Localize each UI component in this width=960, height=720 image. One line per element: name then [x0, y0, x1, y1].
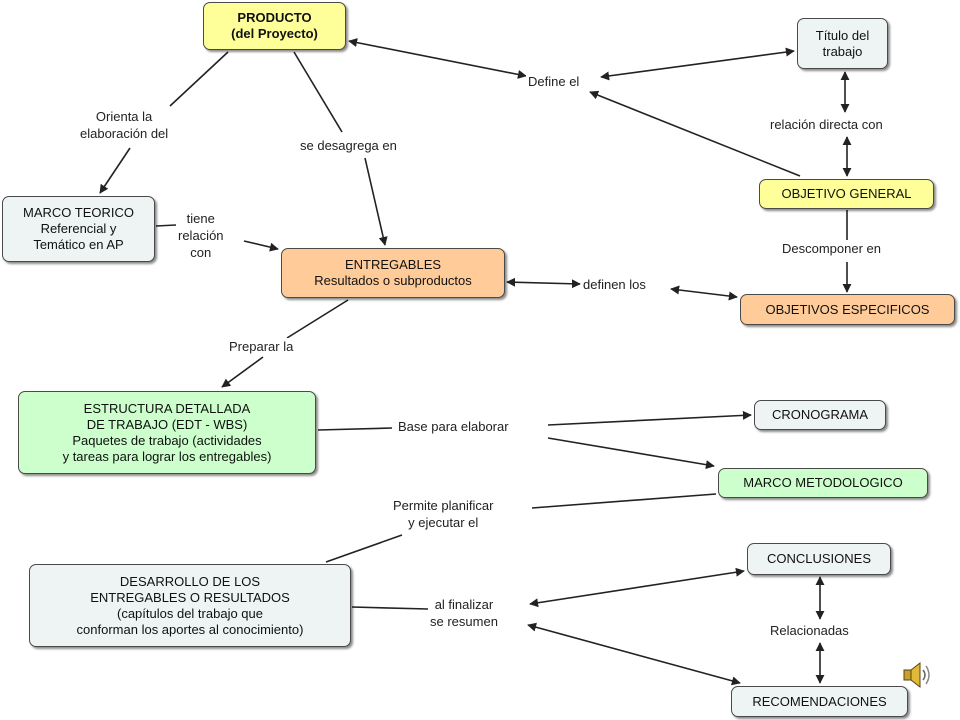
- link-label-preparar: Preparar la: [227, 338, 296, 355]
- connector-base-metodologico: [547, 437, 715, 470]
- node-desarrollo-line-2: ENTREGABLES O RESULTADOS: [90, 589, 290, 605]
- node-edt-line-1: ESTRUCTURA DETALLADA: [83, 400, 251, 416]
- link-al-finalizar-line-2: se resumen: [430, 614, 498, 629]
- connector-define-titulo: [600, 47, 795, 81]
- link-definen-los-line-1: definen los: [583, 277, 646, 292]
- node-marco-teorico-line-2: Referencial y: [40, 221, 117, 236]
- connector-producto-orienta: [169, 51, 229, 107]
- node-marco-teorico-line-1: MARCO TEORICO: [23, 205, 134, 220]
- node-desarrollo-line-3: (capítulos del trabajo que: [117, 605, 263, 621]
- node-desarrollo-line-4: conforman los aportes al conocimiento): [76, 621, 304, 637]
- node-objetivos-especificos-line-1: OBJETIVOS ESPECIFICOS: [765, 301, 930, 317]
- node-objetivo-general[interactable]: OBJETIVO GENERAL: [759, 179, 934, 209]
- link-preparar-line-1: Preparar la: [229, 339, 294, 354]
- node-edt-line-3: Paquetes de trabajo (actividades: [72, 432, 262, 448]
- link-al-finalizar-line-1: al finalizar: [434, 597, 494, 612]
- speaker-icon-cone: [910, 661, 921, 689]
- connector-desagrega-entregables: [364, 157, 388, 246]
- node-edt-line-4: y tareas para lograr los entregables): [62, 448, 272, 464]
- node-recomendaciones[interactable]: RECOMENDACIONES: [731, 686, 908, 717]
- node-conclusiones[interactable]: CONCLUSIONES: [747, 543, 891, 575]
- node-titulo-line-1: Título del: [815, 27, 870, 43]
- link-label-relacion-directa: relación directa con: [768, 116, 885, 133]
- node-entregables-line-1: ENTREGABLES: [344, 257, 442, 272]
- link-label-al-finalizar: al finalizar se resumen: [428, 596, 500, 630]
- speaker-icon-wave-2: [925, 665, 930, 685]
- node-objetivo-general-line-1: OBJETIVO GENERAL: [781, 186, 912, 201]
- connector-base-cronograma: [547, 410, 752, 426]
- node-marco-teorico[interactable]: MARCO TEORICO Referencial y Temático en …: [2, 196, 155, 262]
- connector-permite-desarrollo: [325, 534, 403, 563]
- connector-orienta-marco: [99, 147, 131, 194]
- node-desarrollo-line-1: DESARROLLO DE LOS: [119, 573, 261, 589]
- node-objetivos-especificos[interactable]: OBJETIVOS ESPECIFICOS: [740, 294, 955, 325]
- link-label-orienta: Orienta la elaboración del: [78, 108, 171, 142]
- link-tiene-relacion-line-3: con: [190, 245, 212, 260]
- node-cronograma[interactable]: CRONOGRAMA: [754, 400, 886, 430]
- link-tiene-relacion-line-1: tiene: [186, 211, 215, 226]
- link-desagrega-line-1: se desagrega en: [300, 138, 397, 153]
- link-label-permite: Permite planificar y ejecutar el: [391, 497, 496, 531]
- node-entregables-line-2: Resultados o subproductos: [314, 273, 472, 288]
- node-marco-metodologico-line-1: MARCO METODOLOGICO: [743, 475, 903, 490]
- link-permite-line-2: y ejecutar el: [408, 515, 479, 530]
- node-producto-line-1: PRODUCTO: [237, 10, 312, 25]
- link-base-line-1: Base para elaborar: [398, 419, 509, 434]
- connector-definen-especificos: [670, 285, 738, 301]
- node-entregables[interactable]: ENTREGABLES Resultados o subproductos: [281, 248, 505, 298]
- link-descomponer-line-1: Descomponer en: [782, 241, 881, 256]
- link-label-relacionadas: Relacionadas: [768, 622, 851, 639]
- link-label-tiene-relacion: tiene relación con: [176, 210, 226, 261]
- node-conclusiones-line-1: CONCLUSIONES: [766, 551, 872, 566]
- link-tiene-relacion-line-2: relación: [178, 228, 224, 243]
- connector-metodologico-permite: [531, 493, 717, 509]
- connector-finalizar-conclusiones: [529, 567, 745, 608]
- node-recomendaciones-line-1: RECOMENDACIONES: [752, 693, 887, 709]
- node-marco-metodologico[interactable]: MARCO METODOLOGICO: [718, 468, 928, 498]
- connector-tiene-entregables: [243, 240, 279, 252]
- node-marco-teorico-line-3: Temático en AP: [33, 237, 124, 252]
- connector-finalizar-recomendaciones: [527, 622, 741, 686]
- node-edt-line-2: DE TRABAJO (EDT - WBS): [86, 416, 248, 432]
- connector-desarrollo-finalizar: [351, 606, 429, 610]
- speaker-icon-body: [903, 669, 912, 681]
- link-orienta-line-2: elaboración del: [80, 126, 169, 141]
- link-label-definen-los: definen los: [581, 276, 648, 293]
- connector-entregables-definen: [506, 277, 581, 289]
- connector-producto-define: [348, 38, 527, 79]
- link-label-base: Base para elaborar: [396, 418, 511, 435]
- node-desarrollo[interactable]: DESARROLLO DE LOS ENTREGABLES O RESULTAD…: [29, 564, 351, 647]
- node-titulo-del-trabajo[interactable]: Título del trabajo: [797, 18, 888, 69]
- connector-entregables-preparar: [286, 299, 349, 339]
- link-relacionadas-line-1: Relacionadas: [770, 623, 849, 638]
- node-producto-line-2: (del Proyecto): [231, 26, 318, 41]
- link-permite-line-1: Permite planificar: [393, 498, 494, 513]
- connector-preparar-edt: [221, 356, 264, 388]
- connector-producto-desagrega: [293, 51, 343, 133]
- connector-edt-base: [317, 427, 393, 431]
- link-relacion-directa-line-1: relación directa con: [770, 117, 883, 132]
- node-producto[interactable]: PRODUCTO (del Proyecto): [203, 2, 346, 50]
- connector-marco-tiene: [155, 224, 177, 227]
- link-label-desagrega: se desagrega en: [298, 137, 399, 154]
- link-label-define-el: Define el: [526, 73, 582, 90]
- node-titulo-line-2: trabajo: [822, 43, 863, 59]
- link-label-descomponer: Descomponer en: [780, 240, 883, 257]
- connector-objetivo-define: [589, 90, 801, 177]
- link-orienta-line-1: Orienta la: [95, 109, 153, 124]
- node-edt[interactable]: ESTRUCTURA DETALLADA DE TRABAJO (EDT - W…: [18, 391, 316, 474]
- speaker-icon-wave-1: [922, 669, 926, 681]
- node-cronograma-line-1: CRONOGRAMA: [771, 407, 869, 422]
- speaker-icon[interactable]: [900, 658, 934, 692]
- link-define-el-line-1: Define el: [528, 74, 580, 89]
